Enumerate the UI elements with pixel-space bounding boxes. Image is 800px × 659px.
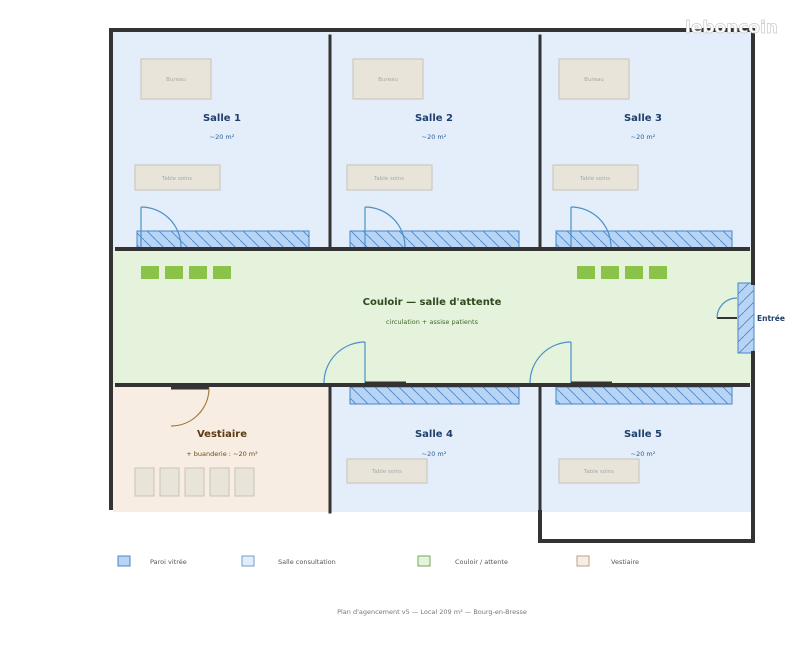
glass-partition-salle-1 [136,230,310,249]
room-title-salle-3: Salle 3 [624,113,662,124]
desk-salle-3: Bureau [558,58,630,100]
locker [184,467,205,497]
locker [234,467,255,497]
door-salle-2 [364,206,406,248]
door-salle-3 [570,206,612,248]
svg-text:Bureau: Bureau [166,77,186,83]
legend-item-vestiaire: Vestiaire [576,555,639,567]
legend-item-corridor: Couloir / attente [417,555,508,567]
room-title-salle-4: Salle 4 [415,429,453,440]
seat [625,266,643,279]
legend-swatch [117,555,131,567]
svg-text:Vestiaire: Vestiaire [611,558,639,566]
treatment-table-salle-1: Table soins [134,164,221,191]
legend-swatch [241,555,255,567]
svg-text:Table soins: Table soins [371,469,402,475]
room-subtitle-couloir: circulation + assise patients [386,318,479,326]
waiting-seats-left [141,266,231,279]
watermark-logo: leboncoin [685,18,778,38]
room-area-salle-1: ~20 m² [210,133,235,141]
room-title-couloir: Couloir — salle d'attente [363,297,502,308]
room-area-salle-4: ~20 m² [422,450,447,458]
svg-text:Couloir / attente: Couloir / attente [455,558,508,566]
room-salle-5 [540,385,753,512]
treatment-table-salle-2: Table soins [346,164,433,191]
legend-swatch [576,555,590,567]
room-title-salle-5: Salle 5 [624,429,662,440]
room-area-salle-5: ~20 m² [631,450,656,458]
room-title-salle-1: Salle 1 [203,113,241,124]
door-vestiaire [170,386,210,427]
glass-partition-salle-3 [555,230,733,249]
legend-item-glass: Paroi vitrée [117,555,187,567]
svg-text:Table soins: Table soins [583,469,614,475]
svg-text:Paroi vitrée: Paroi vitrée [150,558,187,566]
treatment-table-salle-5: Table soins [558,458,640,484]
legend-swatch [417,555,431,567]
svg-text:Table soins: Table soins [161,176,192,182]
seat [213,266,231,279]
locker [134,467,155,497]
room-area-salle-3: ~20 m² [631,133,656,141]
lockers [134,467,255,497]
glass-partition-salle-2 [349,230,520,249]
seat [601,266,619,279]
room-subtitle-vestiaire: + buanderie : ~20 m² [186,450,258,458]
svg-text:Bureau: Bureau [378,77,398,83]
seat [649,266,667,279]
legend: Paroi vitrée Salle consultation Couloir … [117,555,639,567]
door-salle-4 [323,341,406,385]
legend-item-consultation: Salle consultation [241,555,336,567]
svg-text:Table soins: Table soins [579,176,610,182]
door-salle-5 [529,341,612,385]
room-salle-4 [330,385,540,512]
waiting-seats-right [577,266,667,279]
door-salle-1 [140,206,182,248]
plan-caption: Plan d'agencement v5 — Local 209 m² — Bo… [337,608,527,616]
room-title-salle-2: Salle 2 [415,113,453,124]
room-title-vestiaire: Vestiaire [197,429,247,440]
svg-text:Bureau: Bureau [584,77,604,83]
svg-text:Salle consultation: Salle consultation [278,558,336,566]
seat [577,266,595,279]
seat [165,266,183,279]
door-entrance [716,297,738,319]
treatment-table-salle-4: Table soins [346,458,428,484]
seat [141,266,159,279]
seat [189,266,207,279]
desk-salle-2: Bureau [352,58,424,100]
locker [159,467,180,497]
locker [209,467,230,497]
glass-partition-salle-5 [555,386,733,405]
walls [109,28,755,543]
entrance-label: Entrée [757,314,785,323]
room-area-salle-2: ~20 m² [422,133,447,141]
treatment-table-salle-3: Table soins [552,164,639,191]
glass-partition-salle-4 [349,386,520,405]
svg-text:Table soins: Table soins [373,176,404,182]
desk-salle-1: Bureau [140,58,212,100]
glass-entrance-panel [737,282,755,354]
